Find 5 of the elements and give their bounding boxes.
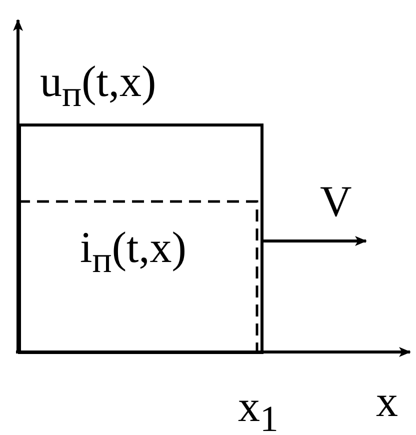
velocity-label: V: [320, 180, 352, 224]
axis-label: x: [376, 380, 398, 424]
voltage-label: u$_{п}$(t,x): [40, 60, 156, 112]
front-position-label: x$_{1}$: [238, 385, 278, 435]
current-label: i$_{п}$(t,x): [80, 226, 186, 278]
